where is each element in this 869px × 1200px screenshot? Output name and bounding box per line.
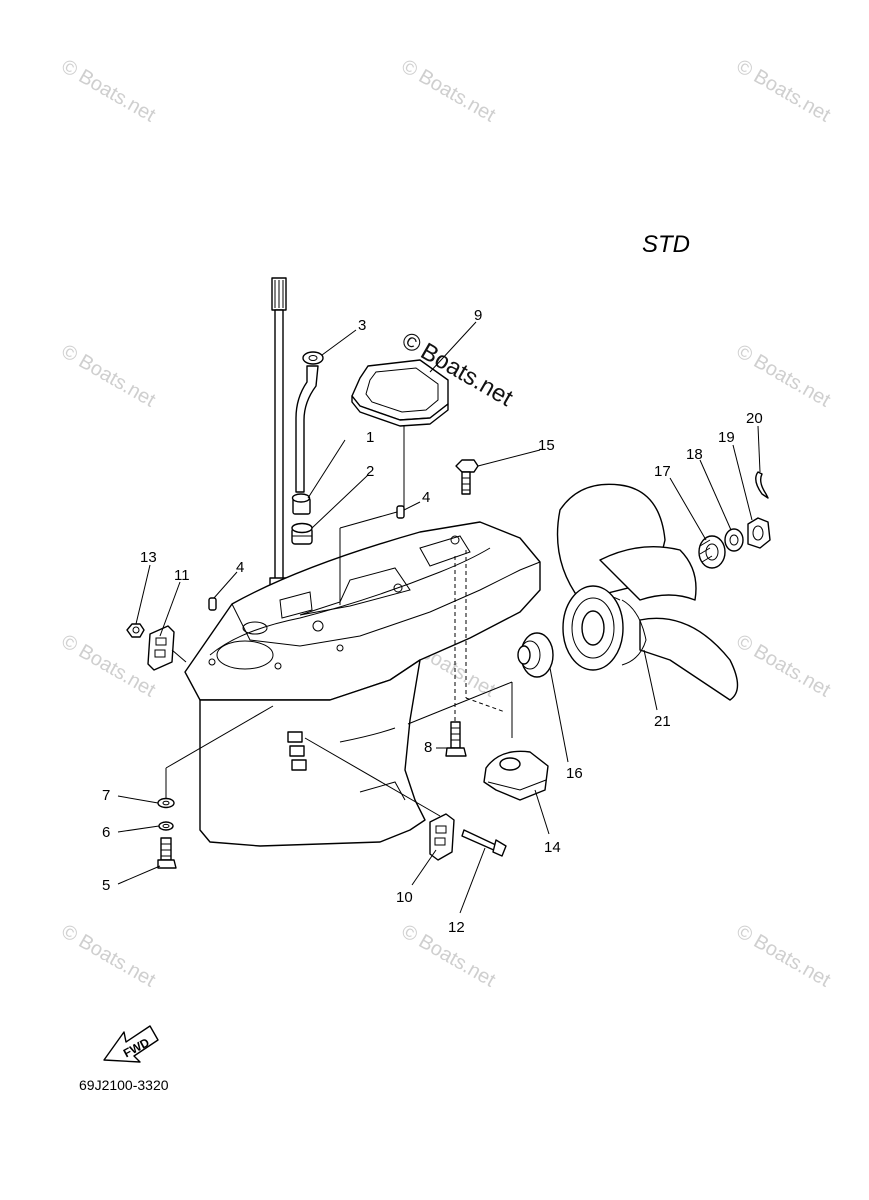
callout-5: 5	[102, 877, 110, 894]
callout-9: 9	[474, 307, 482, 324]
watermark-text: Boats.net	[415, 930, 500, 992]
gasket	[351, 359, 449, 427]
washer-propeller	[724, 528, 744, 552]
watermark-text: Boats.net	[750, 65, 835, 127]
bolt-vertical	[445, 721, 467, 757]
callout-19: 19	[718, 429, 735, 446]
watermark-text: Boats.net	[415, 65, 500, 127]
watermark-bottom-left: © Boats.net	[58, 920, 160, 992]
callout-1: 1	[366, 429, 374, 446]
watermark-text: Boats.net	[750, 930, 835, 992]
drive-shaft	[269, 277, 289, 599]
callout-15: 15	[538, 437, 555, 454]
thrust-bushing	[517, 632, 554, 678]
fwd-arrow: FWD	[103, 1025, 159, 1063]
callout-12: 12	[448, 919, 465, 936]
water-tube	[295, 351, 324, 493]
callout-21: 21	[654, 713, 671, 730]
watermark-bottom-right: © Boats.net	[733, 920, 835, 992]
bolt-bottom-left	[157, 837, 177, 869]
variant-label: STD	[642, 231, 690, 258]
spring-washer	[158, 821, 174, 831]
callout-14: 14	[544, 839, 561, 856]
watermark-lower-left: © Boats.net	[58, 630, 160, 702]
callout-4-right: 4	[422, 489, 430, 506]
watermark-top-left: © Boats.net	[58, 55, 160, 127]
seal	[291, 522, 313, 545]
watermark-top-center: © Boats.net	[398, 55, 500, 127]
dowel-pin-left	[208, 597, 217, 611]
callout-13: 13	[140, 549, 157, 566]
gear-case	[184, 521, 541, 847]
watermark-top-right: © Boats.net	[733, 55, 835, 127]
watermark-lower-right: © Boats.net	[733, 630, 835, 702]
cotter-pin	[755, 471, 769, 499]
nut	[126, 623, 145, 638]
propeller-nut	[747, 517, 771, 549]
spacer	[698, 535, 726, 569]
watermark-text: Boats.net	[75, 930, 160, 992]
callout-8: 8	[424, 739, 432, 756]
trim-tab	[483, 750, 549, 801]
callout-6: 6	[102, 824, 110, 841]
callout-leaders	[117, 321, 761, 914]
callout-3: 3	[358, 317, 366, 334]
watermark-text: Boats.net	[750, 350, 835, 412]
callout-4-left: 4	[236, 559, 244, 576]
dowel-pin-right	[396, 505, 405, 519]
callout-16: 16	[566, 765, 583, 782]
part-code: 69J2100-3320	[79, 1077, 169, 1093]
watermark-text: Boats.net	[750, 640, 835, 702]
watermark-text: Boats.net	[75, 350, 160, 412]
callout-20: 20	[746, 410, 763, 427]
anode-lower	[429, 813, 455, 861]
propeller	[556, 483, 739, 701]
watermark-mid-right: © Boats.net	[733, 340, 835, 412]
watermark-text: Boats.net	[75, 640, 160, 702]
callout-2: 2	[366, 463, 374, 480]
long-bolt	[461, 829, 507, 857]
watermark-text: Boats.net	[75, 65, 160, 127]
watermark-mid-left: © Boats.net	[58, 340, 160, 412]
washer	[157, 797, 175, 809]
callout-numbers: 3 9 1 2 4 4 15 13 11 7 6 5 8 10 12 14 16…	[102, 307, 763, 936]
bolt-top	[455, 459, 479, 495]
callout-11: 11	[174, 567, 190, 584]
callout-18: 18	[686, 446, 703, 463]
callout-10: 10	[396, 889, 413, 906]
callout-17: 17	[654, 463, 671, 480]
anode-side	[147, 625, 187, 671]
callout-7: 7	[102, 787, 110, 804]
grommet	[291, 493, 311, 515]
